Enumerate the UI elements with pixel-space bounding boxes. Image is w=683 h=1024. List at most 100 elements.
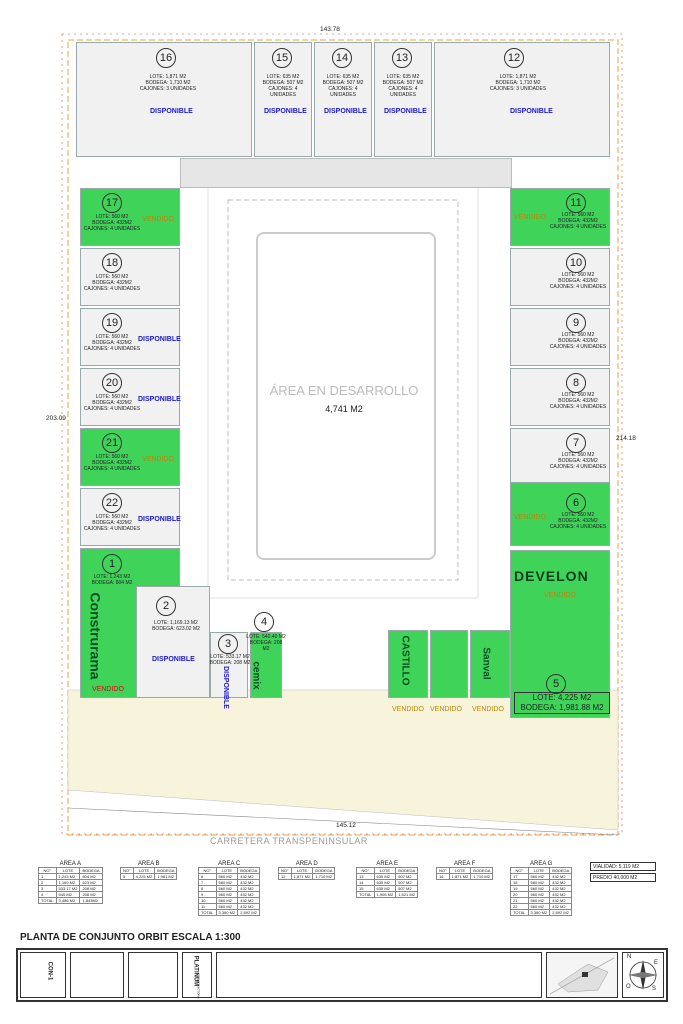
lot-18[interactable] <box>80 248 180 306</box>
lot-2-status: DISPONIBLE <box>152 656 195 663</box>
lot-13-status: DISPONIBLE <box>384 108 427 115</box>
top-dimension: 143.78 <box>320 26 340 33</box>
lot-7-number: 7 <box>566 433 586 453</box>
lot-6-status: VENDIDO <box>514 514 546 521</box>
vialidad-box: VIALIDAD: 5,119 M2 <box>590 862 656 871</box>
compass-e: E <box>654 960 659 966</box>
title-block-sheet <box>20 952 66 998</box>
lot-14-status: DISPONIBLE <box>324 108 367 115</box>
lot-6[interactable] <box>510 482 610 546</box>
lot-17-status: VENDIDO <box>142 216 174 223</box>
lot-10[interactable] <box>510 248 610 306</box>
north-arrow-icon <box>628 960 658 990</box>
lot-9-number: 9 <box>566 313 586 333</box>
compass-n: N <box>627 954 632 960</box>
lot-sanval[interactable] <box>430 630 468 698</box>
develon-logo: DEVELON <box>514 568 589 584</box>
lot-castillo[interactable] <box>388 630 428 698</box>
lot-16-status: DISPONIBLE <box>150 108 193 115</box>
lot-22[interactable] <box>80 488 180 546</box>
predio-box: PREDIO 40,000 M2 <box>590 873 656 882</box>
sanval-status: VENDIDO <box>472 706 504 713</box>
lot-11-number: 11 <box>566 193 586 213</box>
road-label: CARRETERA TRANSPENINSULAR <box>210 836 368 846</box>
lot-2-number: 2 <box>156 596 176 616</box>
development-area-title: ÁREA EN DESARROLLO <box>269 383 419 398</box>
lot-12-number: 12 <box>504 48 524 68</box>
lot-3-status: DISPONIBLE <box>221 666 229 709</box>
lot-11[interactable] <box>510 188 610 246</box>
location-map <box>549 957 615 995</box>
lot-1-number: 1 <box>102 554 122 574</box>
title-block-compass <box>622 952 664 998</box>
left-dimension: 203.09 <box>46 415 66 422</box>
lot-19-number: 19 <box>102 313 122 333</box>
lot-18-number: 18 <box>102 253 122 273</box>
site-boundary <box>61 33 623 836</box>
lot-8[interactable] <box>510 368 610 426</box>
title-block <box>16 948 668 1002</box>
top-parking <box>180 158 512 188</box>
lot-3-number: 3 <box>218 634 238 654</box>
lot-15-number: 15 <box>272 48 292 68</box>
compass-o: O <box>626 984 631 990</box>
lot-17[interactable] <box>80 188 180 246</box>
right-dimension: 214.18 <box>616 435 636 442</box>
lot-8-number: 8 <box>566 373 586 393</box>
lot-19-status: DISPONIBLE <box>138 336 181 343</box>
lot-9[interactable] <box>510 308 610 366</box>
title-block-main <box>216 952 542 998</box>
lot-20-number: 20 <box>102 373 122 393</box>
lot-sanval-left-status: VENDIDO <box>430 706 462 713</box>
lot-21[interactable] <box>80 428 180 486</box>
sheet-code: CON-1 <box>46 961 53 981</box>
title-block-notes-1 <box>70 952 124 998</box>
lot-13-number: 13 <box>392 48 412 68</box>
lot-19[interactable] <box>80 308 180 366</box>
castillo-logo: CASTILLO <box>399 635 411 686</box>
title-block-company <box>182 952 212 998</box>
lot-5-status: VENDIDO <box>544 592 576 599</box>
lot-20[interactable] <box>80 368 180 426</box>
lot-12-status: DISPONIBLE <box>510 108 553 115</box>
development-area <box>256 232 436 560</box>
development-area-size: 4,741 M2 <box>325 404 363 414</box>
lot-15-status: DISPONIBLE <box>264 108 307 115</box>
lot-22-status: DISPONIBLE <box>138 516 181 523</box>
drawing-title: PLANTA DE CONJUNTO ORBIT ESCALA 1:300 <box>20 932 241 943</box>
lot-21-status: VENDIDO <box>142 456 174 463</box>
lot-4[interactable] <box>250 632 282 698</box>
lot-7[interactable] <box>510 428 610 486</box>
lot-sanval-b[interactable] <box>470 630 510 698</box>
lot-4-number: 4 <box>254 612 274 632</box>
company-subtitle: CONSTRUCTORA <box>196 973 201 999</box>
